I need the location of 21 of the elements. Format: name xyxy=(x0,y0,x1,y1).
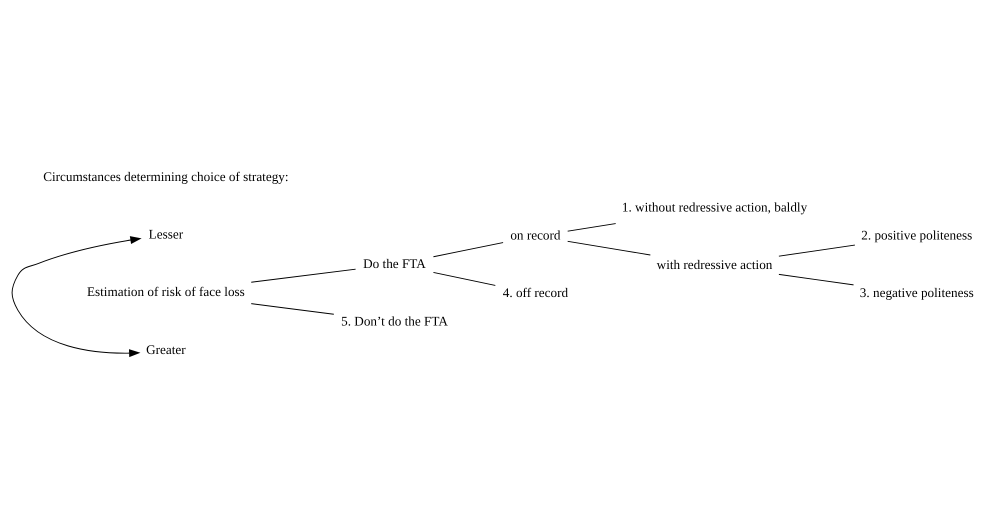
connector xyxy=(567,240,651,256)
node-text: 3. negative politeness xyxy=(860,285,974,300)
connector xyxy=(432,242,504,258)
node-text: 1. without redressive action, baldly xyxy=(622,199,808,214)
node-text: 4. off record xyxy=(502,285,568,300)
label: Circumstances determining choice of strategy: xyxy=(43,169,289,184)
connector xyxy=(778,274,854,286)
connector xyxy=(778,244,856,257)
connector xyxy=(250,268,356,283)
node-text: Estimation of risk of face loss xyxy=(86,284,245,300)
node-text: Do the FTA xyxy=(363,256,426,271)
node-text: on record xyxy=(510,228,561,243)
connector xyxy=(250,303,334,315)
node-text: with redressive action xyxy=(656,256,772,272)
connector xyxy=(567,223,616,232)
connector xyxy=(432,272,496,286)
arrow xyxy=(12,236,142,358)
node-text: Greater xyxy=(146,342,186,357)
node-text: Lesser xyxy=(148,226,184,242)
node-text: 2. positive politeness xyxy=(861,228,972,243)
node-text: 5. Don’t do the FTA xyxy=(341,313,448,328)
